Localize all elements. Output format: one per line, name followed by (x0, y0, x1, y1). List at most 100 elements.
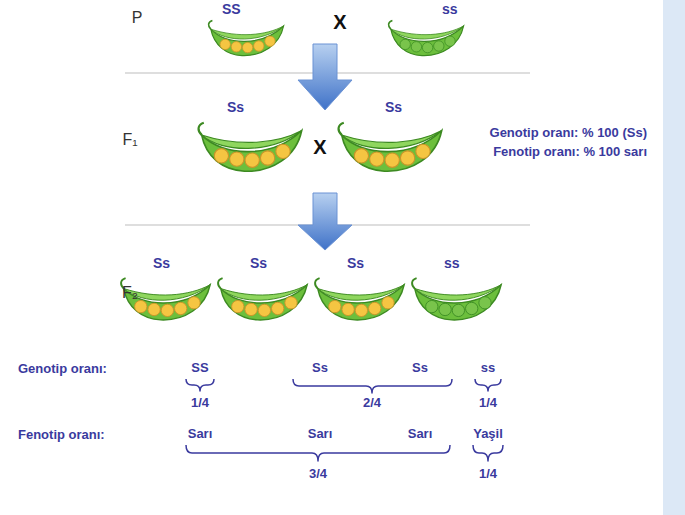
row-heading: Genotip oranı: (18, 361, 107, 377)
ratio-note: Fenotip oranı: % 100 sarı (493, 144, 647, 160)
label-holder: 2/4 (363, 395, 381, 411)
pod-flap (202, 131, 302, 149)
pea-pod-drawing (215, 272, 310, 326)
pea (148, 303, 160, 315)
pea (426, 300, 438, 312)
genotype-label: ss (442, 1, 458, 17)
pod-shell (342, 131, 442, 172)
pea (245, 153, 259, 167)
genotype-label: Ss (385, 99, 402, 115)
label-holder: ss (481, 360, 495, 376)
label-holder: SS (191, 360, 208, 376)
pea (258, 304, 270, 316)
pod-stem (315, 278, 320, 288)
ratio-fraction: 1/4 (479, 466, 497, 482)
brace (475, 379, 501, 391)
pod-stem (218, 278, 223, 288)
pea-pod-drawing (312, 272, 407, 326)
pea (245, 303, 257, 315)
label-holder: Ss (312, 360, 328, 376)
pea (175, 302, 187, 314)
pea (285, 297, 297, 309)
pea (231, 42, 241, 52)
pea-pod-drawing (335, 116, 445, 178)
label-holder: Genotip oranı: (18, 361, 107, 377)
brace (473, 445, 503, 461)
pod-shell (211, 26, 284, 56)
pea (214, 149, 228, 163)
pod-flap (318, 285, 404, 300)
label-holder: Ss (412, 360, 428, 376)
pea (411, 42, 421, 52)
genotype-label: Ss (412, 360, 428, 376)
genotype-label: ss (481, 360, 495, 376)
pea-pod: Ss (215, 254, 310, 326)
label-holder: 3/4 (309, 466, 327, 482)
row-heading: Fenotip oranı: (18, 427, 105, 443)
label-holder: 1/4 (191, 395, 209, 411)
pod-shell (391, 26, 464, 56)
pea (400, 39, 410, 49)
label-holder: F₁ (122, 130, 137, 149)
pea-pod: Ss (312, 254, 407, 326)
pea-pod-drawing (409, 272, 504, 326)
brace (186, 445, 450, 461)
pea-pod: ss (409, 254, 504, 326)
pea (355, 304, 367, 316)
pod-flap (391, 26, 464, 39)
pod-shell (318, 285, 404, 320)
pea (276, 144, 290, 158)
label-holder: F₂ (122, 283, 138, 302)
pea (382, 297, 394, 309)
pea (135, 300, 147, 312)
label-holder: X (333, 10, 346, 34)
ratio-fraction: 2/4 (363, 395, 381, 411)
pod-flap (342, 131, 442, 149)
pod-stem (389, 20, 393, 29)
label-holder: Sarı (188, 426, 213, 442)
cross-sign: X (333, 10, 346, 34)
side-band (663, 0, 685, 515)
ratio-fraction: 1/4 (479, 395, 497, 411)
pod-flap (211, 26, 284, 39)
label-holder: Sarı (308, 426, 333, 442)
pod-stem (199, 123, 204, 135)
pea (385, 153, 399, 167)
ratio-fraction: 3/4 (309, 466, 327, 482)
pea (354, 149, 368, 163)
genotype-label: Ss (227, 99, 244, 115)
genotype-label: Ss (347, 255, 364, 271)
pea (260, 151, 274, 165)
pod-flap (221, 285, 307, 300)
genotype-label: Ss (250, 255, 267, 271)
pea (370, 152, 384, 166)
brace (293, 379, 452, 393)
label-holder: Yaşil (473, 426, 503, 442)
pea (369, 302, 381, 314)
pea (466, 302, 478, 314)
label-holder: Sarı (408, 426, 433, 442)
pea-pod: ss (370, 0, 482, 58)
pea-pod: SS (190, 0, 302, 58)
pea-pod: Ss (195, 98, 305, 178)
label-holder: Fenotip oranı: % 100 sarı (493, 144, 647, 160)
pea (445, 36, 455, 46)
pea-pod: Ss (335, 98, 445, 178)
genotype-label: Ss (312, 360, 328, 376)
pea (329, 300, 341, 312)
pod-shell (221, 285, 307, 320)
pea-pod-drawing (370, 18, 482, 58)
generation-label: F₁ (122, 130, 137, 149)
pea (439, 303, 451, 315)
phenotype-label: Sarı (308, 426, 333, 442)
phenotype-label: Sarı (408, 426, 433, 442)
pea (242, 42, 252, 52)
ratio-fraction: 1/4 (191, 395, 209, 411)
pea (161, 304, 173, 316)
label-holder: X (313, 135, 326, 159)
label-holder: Fenotip oranı: (18, 427, 105, 443)
pea (254, 41, 264, 51)
cross-sign: X (313, 135, 326, 159)
genotype-label: SS (191, 360, 208, 376)
